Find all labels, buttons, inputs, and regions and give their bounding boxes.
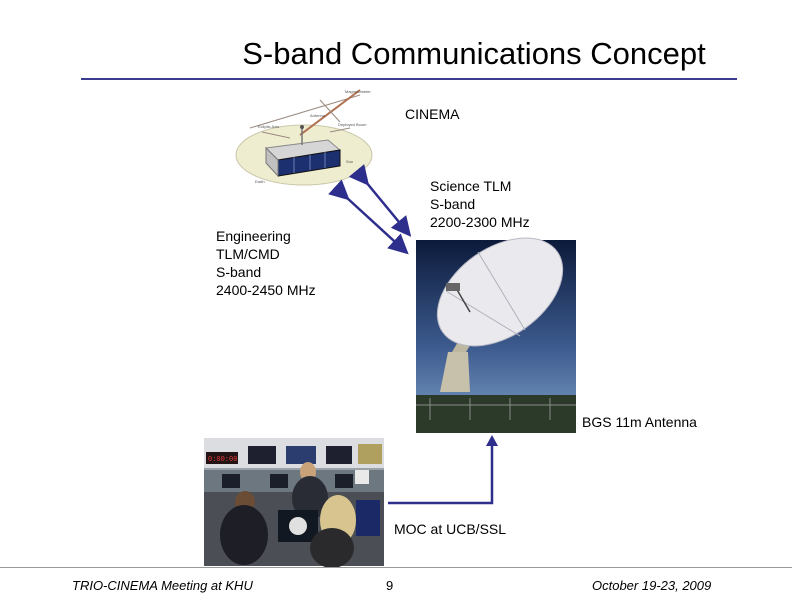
- svg-text:Deployed Boom: Deployed Boom: [338, 122, 367, 127]
- dish-antenna-photo: [416, 237, 576, 433]
- title-underline: [81, 78, 737, 80]
- footer-date: October 19-23, 2009: [592, 578, 712, 593]
- page-number: 9: [386, 578, 394, 593]
- slide-title: S-band Communications Concept: [242, 36, 706, 71]
- moc-label: MOC at UCB/SSL: [394, 521, 507, 537]
- footer-divider: [0, 567, 792, 568]
- cinema-label: CINEMA: [405, 106, 460, 122]
- engineering-link-arrow: [328, 179, 409, 255]
- science-link-arrow: [348, 164, 412, 237]
- footer-meeting: TRIO-CINEMA Meeting at KHU: [72, 578, 253, 593]
- svg-text:Ecliptic Axis: Ecliptic Axis: [258, 124, 279, 129]
- svg-text:0:00:00: 0:00:00: [208, 456, 237, 464]
- engineering-link-label: Engineering TLM/CMD S-band 2400-2450 MHz: [216, 228, 316, 298]
- control-room-photo: 0:00:00: [204, 438, 384, 568]
- science-link-label: Science TLM S-band 2200-2300 MHz: [430, 178, 530, 230]
- svg-text:Antenna: Antenna: [310, 113, 326, 118]
- moc-link-connector: [388, 442, 494, 505]
- antenna-label: BGS 11m Antenna: [582, 414, 697, 430]
- svg-text:Magnetometer: Magnetometer: [345, 89, 371, 94]
- svg-text:Sun: Sun: [346, 159, 353, 164]
- satellite-diagram: Magnetometer Antenna Ecliptic Axis Deplo…: [235, 89, 373, 186]
- svg-text:Earth: Earth: [255, 179, 265, 184]
